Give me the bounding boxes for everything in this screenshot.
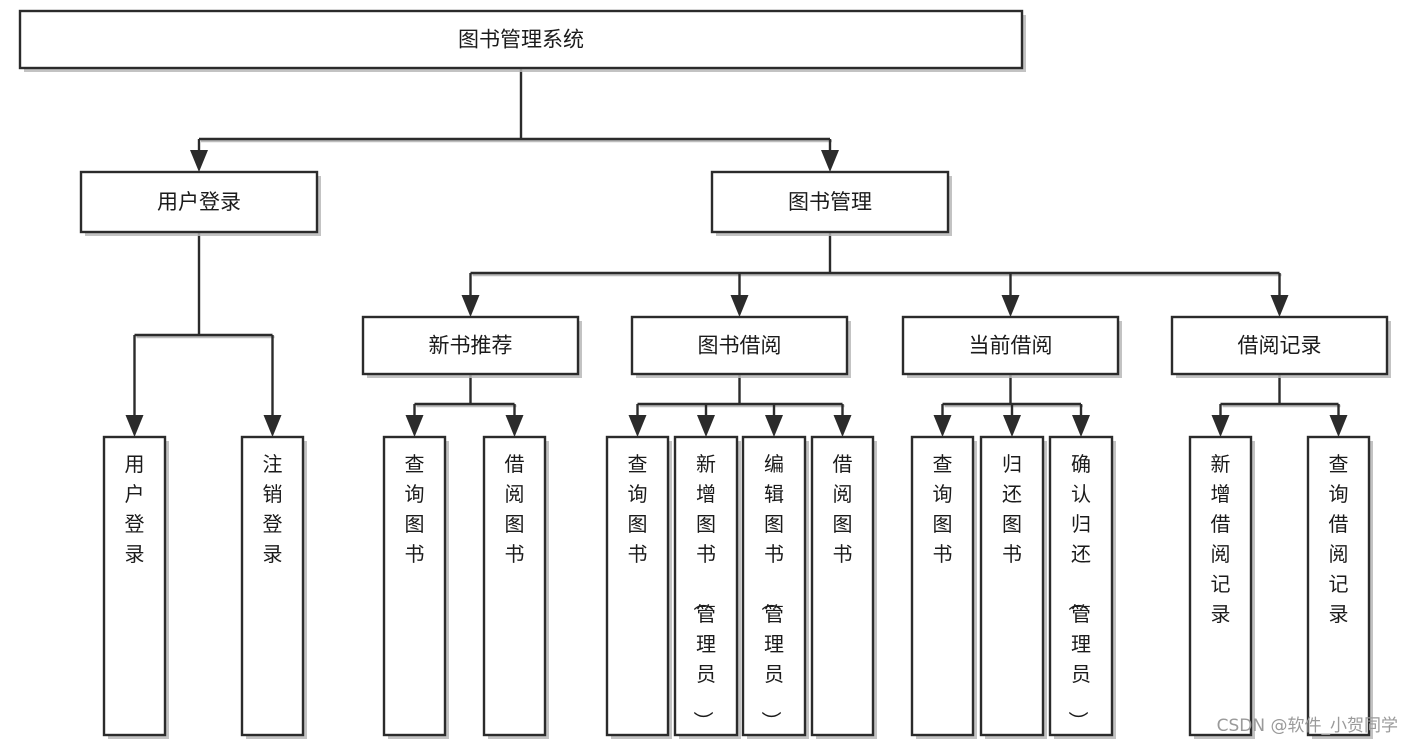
node-label: 注销登录 xyxy=(263,452,283,566)
arrow-head-icon xyxy=(190,150,208,172)
connector-layer xyxy=(125,68,1348,437)
node-outline[interactable] xyxy=(901,315,1120,376)
node-user-login[interactable]: 用户登录 xyxy=(79,170,321,236)
arrow-head-icon xyxy=(125,415,144,437)
node-leaf-query-book-1[interactable]: 查询图书 xyxy=(382,435,449,739)
arrow-head-icon xyxy=(263,415,282,437)
node-outline[interactable] xyxy=(79,170,319,234)
node-outline[interactable] xyxy=(482,435,547,737)
node-outline[interactable] xyxy=(382,435,447,737)
node-label: 新增图书（管理员） xyxy=(691,452,716,731)
edge-group-root xyxy=(190,68,839,172)
node-outline[interactable] xyxy=(710,170,950,234)
node-label: 新增借阅记录 xyxy=(1211,452,1231,626)
node-leaf-confirm-return[interactable]: 确认归还（管理员） xyxy=(1048,435,1116,739)
node-current-borrow[interactable]: 当前借阅 xyxy=(901,315,1122,378)
arrow-head-icon xyxy=(461,295,480,317)
arrow-head-icon xyxy=(405,415,424,437)
node-label: 借阅图书 xyxy=(833,452,853,566)
edge-group-borrow-record xyxy=(1211,374,1348,437)
node-label: 归还图书 xyxy=(1002,452,1022,566)
watermark-label: CSDN @软件_小贺同学 xyxy=(1217,716,1398,736)
node-outline[interactable] xyxy=(1188,435,1253,737)
node-label: 查询借阅记录 xyxy=(1329,452,1349,626)
node-leaf-query-book-2[interactable]: 查询图书 xyxy=(605,435,672,739)
node-outline[interactable] xyxy=(102,435,167,737)
node-leaf-user-login[interactable]: 用户登录 xyxy=(102,435,169,739)
node-label: 图书管理 xyxy=(788,190,872,214)
node-leaf-logout[interactable]: 注销登录 xyxy=(240,435,307,739)
node-outline[interactable] xyxy=(1170,315,1389,376)
arrow-head-icon xyxy=(821,150,839,172)
node-label: 查询图书 xyxy=(405,452,425,566)
node-label: 借阅记录 xyxy=(1238,334,1322,358)
node-layer: 图书管理系统用户登录图书管理新书推荐图书借阅当前借阅借阅记录用户登录注销登录查询… xyxy=(18,9,1391,739)
node-outline[interactable] xyxy=(630,315,849,376)
node-leaf-edit-book[interactable]: 编辑图书（管理员） xyxy=(741,435,809,739)
node-outline[interactable] xyxy=(810,435,875,737)
node-label: 当前借阅 xyxy=(969,334,1053,358)
arrow-head-icon xyxy=(505,415,524,437)
arrow-head-icon xyxy=(1003,415,1021,437)
arrow-head-icon xyxy=(833,415,852,437)
node-leaf-add-record[interactable]: 新增借阅记录 xyxy=(1188,435,1255,739)
node-leaf-borrow-book-2[interactable]: 借阅图书 xyxy=(810,435,877,739)
node-outline[interactable] xyxy=(605,435,670,737)
node-book-borrow[interactable]: 图书借阅 xyxy=(630,315,851,378)
arrow-head-icon xyxy=(1329,415,1348,437)
node-outline[interactable] xyxy=(1048,435,1114,737)
node-label: 确认归还（管理员） xyxy=(1066,452,1091,731)
arrow-head-icon xyxy=(765,415,783,437)
node-label: 用户登录 xyxy=(125,452,145,566)
node-leaf-query-book-3[interactable]: 查询图书 xyxy=(910,435,977,739)
node-label: 图书管理系统 xyxy=(458,28,584,52)
node-outline[interactable] xyxy=(741,435,807,737)
node-label: 借阅图书 xyxy=(505,452,525,566)
arrow-head-icon xyxy=(1001,295,1020,317)
node-outline[interactable] xyxy=(18,9,1024,70)
arrow-head-icon xyxy=(933,415,952,437)
node-outline[interactable] xyxy=(1306,435,1371,737)
node-root-system[interactable]: 图书管理系统 xyxy=(18,9,1026,72)
node-label: 用户登录 xyxy=(157,190,241,214)
node-outline[interactable] xyxy=(673,435,739,737)
node-leaf-add-book[interactable]: 新增图书（管理员） xyxy=(673,435,741,739)
arrow-head-icon xyxy=(1270,295,1289,317)
arrow-head-icon xyxy=(628,415,647,437)
edge-group-book-borrow xyxy=(628,374,852,437)
node-label: 新书推荐 xyxy=(429,334,513,358)
edge-group-book-manage xyxy=(461,232,1289,317)
node-new-book-recommend[interactable]: 新书推荐 xyxy=(361,315,582,378)
node-book-manage[interactable]: 图书管理 xyxy=(710,170,952,236)
arrow-head-icon xyxy=(730,295,749,317)
node-leaf-borrow-book-1[interactable]: 借阅图书 xyxy=(482,435,549,739)
node-outline[interactable] xyxy=(910,435,975,737)
node-label: 编辑图书（管理员） xyxy=(759,452,784,731)
node-outline[interactable] xyxy=(979,435,1045,737)
edge-group-current-borrow xyxy=(933,374,1090,437)
node-label: 查询图书 xyxy=(933,452,953,566)
arrow-head-icon xyxy=(1072,415,1090,437)
edge-group-new-book-recommend xyxy=(405,374,524,437)
node-label: 图书借阅 xyxy=(698,334,782,358)
node-outline[interactable] xyxy=(361,315,580,376)
node-borrow-record[interactable]: 借阅记录 xyxy=(1170,315,1391,378)
node-leaf-query-record[interactable]: 查询借阅记录 xyxy=(1306,435,1373,739)
node-leaf-return-book[interactable]: 归还图书 xyxy=(979,435,1047,739)
arrow-head-icon xyxy=(1211,415,1230,437)
edge-group-user-login xyxy=(125,232,282,437)
node-outline[interactable] xyxy=(240,435,305,737)
arrow-head-icon xyxy=(697,415,715,437)
node-label: 查询图书 xyxy=(628,452,648,566)
